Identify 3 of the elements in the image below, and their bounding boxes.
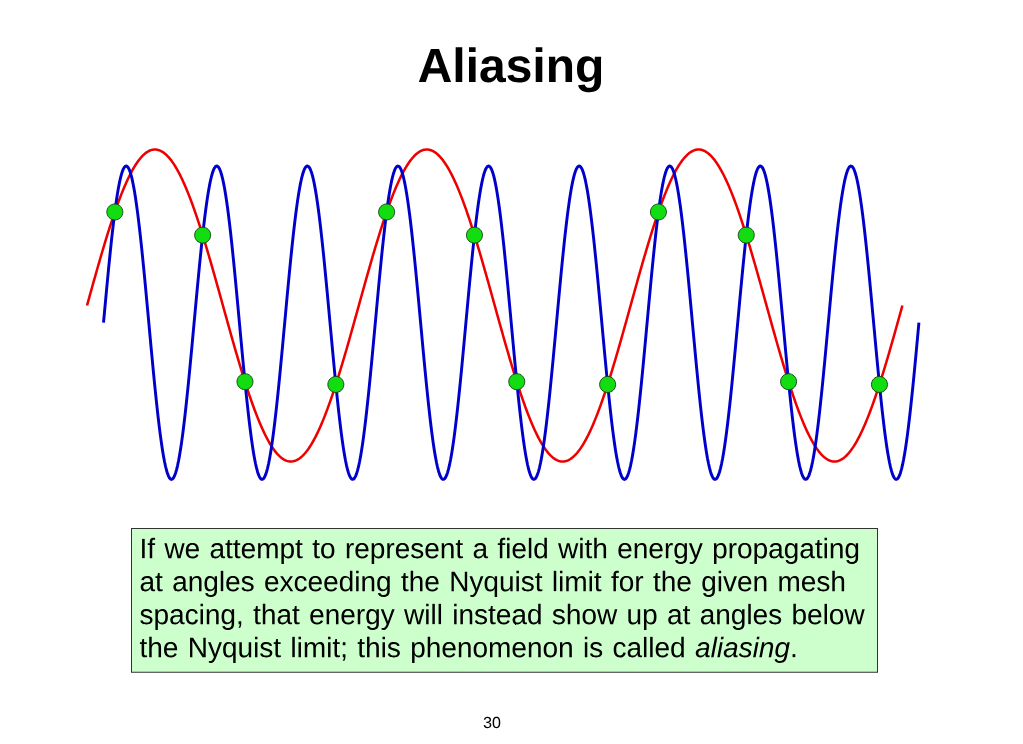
text-box: If we attempt to represent a field with energy propagating at angles exceeding the Nyquist limit for the given mesh spacing, that energy will instead show up at angles below the Nyquist limit; this phenomenon is called aliasing. [131, 528, 878, 673]
title: Aliasing [418, 47, 602, 93]
page-number: 30 [483, 716, 501, 729]
